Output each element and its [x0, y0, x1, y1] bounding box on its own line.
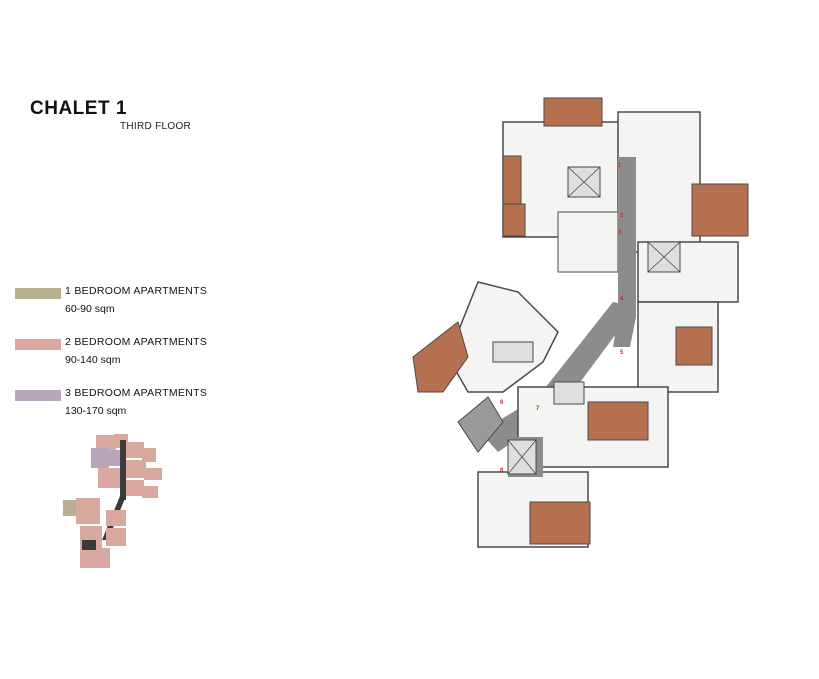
legend-swatch-3-bedroom [15, 390, 61, 401]
unit-number-labels: 1 2 3 4 5 6 7 8 [500, 163, 624, 474]
terrace-top [543, 97, 603, 127]
legend-label-3-bedroom: 3 BEDROOM APARTMENTS [65, 387, 208, 399]
legend-swatch-1-bedroom [15, 288, 61, 299]
legend-size-3-bedroom: 130-170 sqm [65, 405, 127, 417]
key-plan-lower-wing [63, 496, 126, 568]
unit-label: 1 [618, 163, 622, 169]
legend-swatch-2-bedroom [15, 339, 61, 350]
terrace-bottom [529, 501, 591, 545]
legend-size-2-bedroom: 90-140 sqm [65, 354, 121, 366]
stair-left [457, 396, 504, 453]
unit-label: 5 [620, 350, 624, 356]
unit-label: 6 [500, 400, 504, 406]
legend-size-1-bedroom: 60-90 sqm [65, 303, 115, 315]
left-wing [412, 281, 559, 453]
lift-core-mid [553, 381, 585, 405]
terrace-lower-right [587, 401, 649, 441]
lower-block [477, 381, 669, 548]
left-apartment-cluster [447, 281, 559, 393]
vertical-corridor [613, 157, 636, 347]
floor-label: THIRD FLOOR [120, 121, 192, 132]
terrace-right-lower [675, 326, 713, 366]
terrace-left-wing [412, 321, 469, 393]
unit-label: 2 [620, 213, 624, 219]
unit-label: 3 [618, 230, 622, 236]
unit-label: 7 [536, 406, 540, 412]
legend-label-2-bedroom: 2 BEDROOM APARTMENTS [65, 336, 208, 348]
terrace-right-upper [691, 183, 749, 237]
key-plan-thumbnail [63, 434, 162, 568]
terrace-left-lower [502, 203, 526, 237]
key-plan-upper-wing [91, 434, 162, 500]
upper-block [502, 97, 749, 393]
floor-plan: 1 2 3 4 5 6 7 8 [412, 97, 749, 548]
terrace-left-upper [502, 155, 522, 207]
unit-label: 8 [500, 468, 504, 474]
upper-core [557, 211, 619, 273]
plan-title: CHALET 1 [30, 98, 127, 119]
lift-core-left [492, 341, 534, 363]
unit-label: 4 [620, 296, 624, 302]
legend-label-1-bedroom: 1 BEDROOM APARTMENTS [65, 285, 208, 297]
